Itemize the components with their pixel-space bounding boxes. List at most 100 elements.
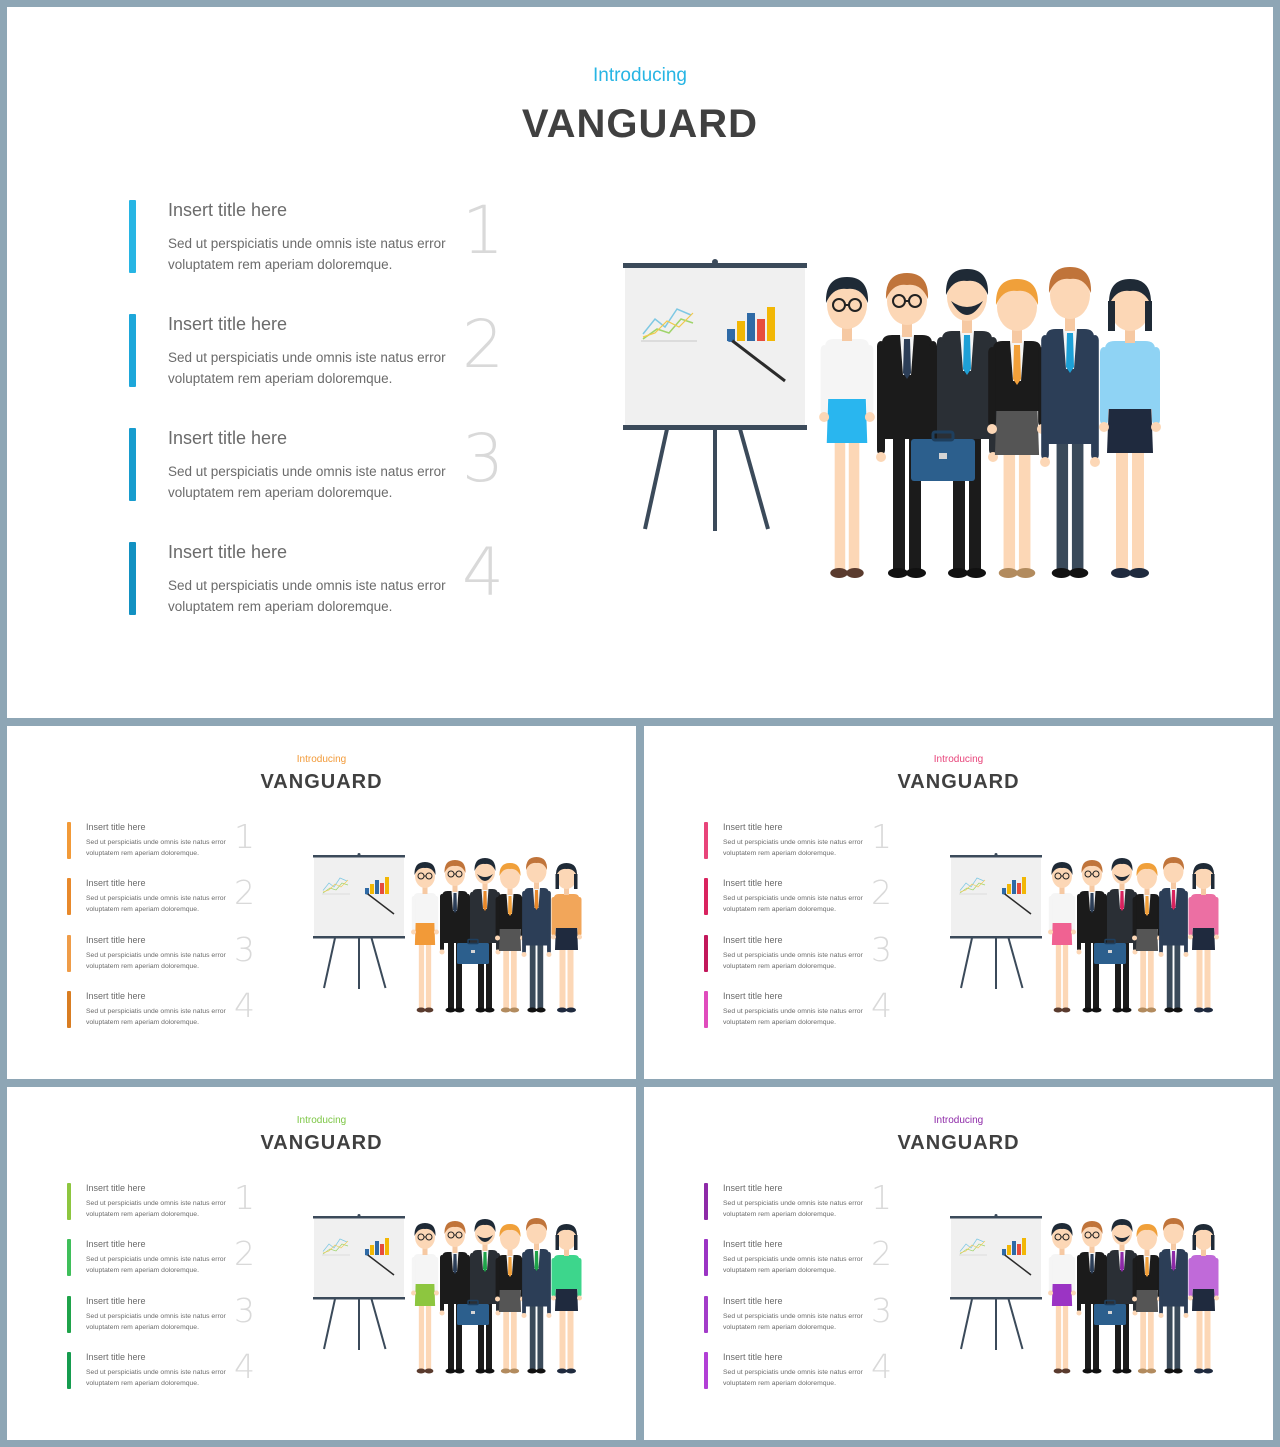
- item-number: 4: [462, 534, 504, 611]
- slide-title: VANGUARD: [897, 1132, 1020, 1154]
- item-description-line-1: Sed ut perspiciatis unde omnis iste natu…: [723, 1256, 863, 1263]
- team-member-figure: [1099, 279, 1161, 578]
- item-title: Insert title here: [86, 991, 146, 1001]
- item-number: 1: [871, 1178, 892, 1217]
- item-number: 4: [871, 986, 892, 1025]
- item-number: 4: [234, 986, 255, 1025]
- item-title: Insert title here: [723, 935, 783, 945]
- item-description: Sed ut perspiciatis unde omnis iste natu…: [723, 894, 863, 915]
- item-title: Insert title here: [86, 1239, 146, 1249]
- item-title: Insert title here: [723, 991, 783, 1001]
- item-description: Sed ut perspiciatis unde omnis iste natu…: [86, 1007, 226, 1028]
- item-description-line-1: Sed ut perspiciatis unde omnis iste natu…: [723, 1200, 863, 1207]
- item-number: 3: [871, 1291, 892, 1330]
- item-description-line-1: Sed ut perspiciatis unde omnis iste natu…: [86, 1008, 226, 1015]
- team-member-figure: [987, 279, 1047, 578]
- item-accent-bar: [129, 200, 136, 273]
- item-description: Sed ut perspiciatis unde omnis iste natu…: [86, 951, 226, 972]
- list-item: Insert title here Sed ut perspiciatis un…: [704, 1291, 904, 1336]
- item-description: Sed ut perspiciatis unde omnis iste natu…: [86, 1199, 226, 1220]
- item-title: Insert title here: [168, 314, 288, 334]
- team-member-figure: [1188, 1224, 1219, 1374]
- business-team-presentation-illustration: [313, 853, 582, 1013]
- team-member-figure: [551, 863, 582, 1013]
- team-member-figure: [411, 862, 439, 1013]
- item-accent-bar: [67, 935, 71, 972]
- item-title: Insert title here: [168, 542, 288, 562]
- item-description-line-1: Sed ut perspiciatis unde omnis iste natu…: [723, 895, 863, 902]
- slide-title: VANGUARD: [521, 102, 759, 146]
- list-item: Insert title here Sed ut perspiciatis un…: [704, 1178, 904, 1223]
- item-number: 2: [871, 1234, 892, 1273]
- list-item: Insert title here Sed ut perspiciatis un…: [704, 1347, 904, 1392]
- item-description: Sed ut perspiciatis unde omnis iste natu…: [86, 894, 226, 915]
- item-number: 4: [871, 1347, 892, 1386]
- team-member-figure: [1132, 1224, 1162, 1374]
- team-member-figure: [1040, 267, 1100, 578]
- team-member-figure: [1132, 863, 1162, 1013]
- item-description-line-1: Sed ut perspiciatis unde omnis iste natu…: [86, 1256, 226, 1263]
- item-title: Insert title here: [723, 1352, 783, 1362]
- list-item: Insert title here Sed ut perspiciatis un…: [704, 876, 904, 918]
- list-item: Insert title here Sed ut perspiciatis un…: [129, 534, 529, 622]
- item-number: 1: [234, 817, 255, 856]
- list-item: Insert title here Sed ut perspiciatis un…: [67, 1237, 267, 1279]
- item-accent-bar: [704, 935, 708, 972]
- item-accent-bar: [129, 428, 136, 501]
- list-item: Insert title here Sed ut perspiciatis un…: [67, 986, 267, 1031]
- item-number: 1: [462, 192, 504, 269]
- item-accent-bar: [67, 991, 71, 1028]
- item-number: 2: [462, 306, 504, 383]
- item-description: Sed ut perspiciatis unde omnis iste natu…: [86, 838, 226, 859]
- item-accent-bar: [67, 878, 71, 915]
- item-description-line-1: Sed ut perspiciatis unde omnis iste natu…: [723, 1313, 863, 1320]
- list-item: Insert title here Sed ut perspiciatis un…: [67, 1291, 267, 1336]
- item-description-line-2: voluptatem rem aperiam doloremque.: [723, 849, 836, 857]
- item-description-line-1: Sed ut perspiciatis unde omnis iste natu…: [168, 578, 446, 593]
- business-team-presentation-illustration: [950, 1214, 1219, 1374]
- item-description: Sed ut perspiciatis unde omnis iste natu…: [723, 1368, 863, 1389]
- item-title: Insert title here: [723, 822, 783, 832]
- briefcase-icon: [457, 1299, 489, 1325]
- item-title: Insert title here: [723, 1296, 783, 1306]
- team-member-figure: [1048, 1223, 1076, 1374]
- item-description-line-1: Sed ut perspiciatis unde omnis iste natu…: [723, 839, 863, 846]
- team-member-figure: [1076, 1221, 1108, 1374]
- briefcase-icon: [457, 938, 489, 964]
- item-title: Insert title here: [723, 1183, 783, 1193]
- item-description-line-1: Sed ut perspiciatis unde omnis iste natu…: [86, 895, 226, 902]
- business-team-presentation-illustration: [623, 259, 1161, 578]
- item-description: Sed ut perspiciatis unde omnis iste natu…: [168, 575, 446, 617]
- item-accent-bar: [129, 542, 136, 615]
- team-member-figure: [1158, 1218, 1189, 1374]
- item-number: 3: [234, 1291, 255, 1330]
- team-member-figure: [1048, 862, 1076, 1013]
- slide-orange: Introducing VANGUARD Insert title here S…: [7, 726, 636, 1079]
- team-member-figure: [1106, 858, 1138, 1013]
- item-description-line-1: Sed ut perspiciatis unde omnis iste natu…: [86, 1369, 226, 1376]
- list-item: Insert title here Sed ut perspiciatis un…: [67, 1350, 267, 1392]
- slide-title: VANGUARD: [260, 1132, 383, 1154]
- team-member-figure: [1076, 860, 1108, 1013]
- list-item: Insert title here Sed ut perspiciatis un…: [704, 820, 904, 862]
- item-accent-bar: [704, 1239, 708, 1276]
- team-member-figure: [439, 1221, 471, 1374]
- item-accent-bar: [67, 1296, 71, 1333]
- list-item: Insert title here Sed ut perspiciatis un…: [67, 1181, 267, 1223]
- team-member-figure: [495, 863, 525, 1013]
- item-number: 2: [234, 873, 255, 912]
- item-description: Sed ut perspiciatis unde omnis iste natu…: [168, 233, 446, 275]
- team-member-figure: [439, 860, 471, 1013]
- item-description-line-1: Sed ut perspiciatis unde omnis iste natu…: [86, 1313, 226, 1320]
- slide-kicker: Introducing: [592, 65, 687, 86]
- item-description-line-2: voluptatem rem aperiam doloremque.: [86, 905, 199, 913]
- item-description-line-1: Sed ut perspiciatis unde omnis iste natu…: [86, 1200, 226, 1207]
- item-description-line-2: voluptatem rem aperiam doloremque.: [723, 962, 836, 970]
- list-item: Insert title here Sed ut perspiciatis un…: [704, 986, 904, 1031]
- item-description: Sed ut perspiciatis unde omnis iste natu…: [723, 1255, 863, 1276]
- business-team-presentation-illustration: [950, 853, 1219, 1013]
- item-description-line-2: voluptatem rem aperiam doloremque.: [723, 1323, 836, 1331]
- item-title: Insert title here: [86, 1296, 146, 1306]
- item-title: Insert title here: [86, 878, 146, 888]
- list-item: Insert title here Sed ut perspiciatis un…: [704, 1234, 904, 1279]
